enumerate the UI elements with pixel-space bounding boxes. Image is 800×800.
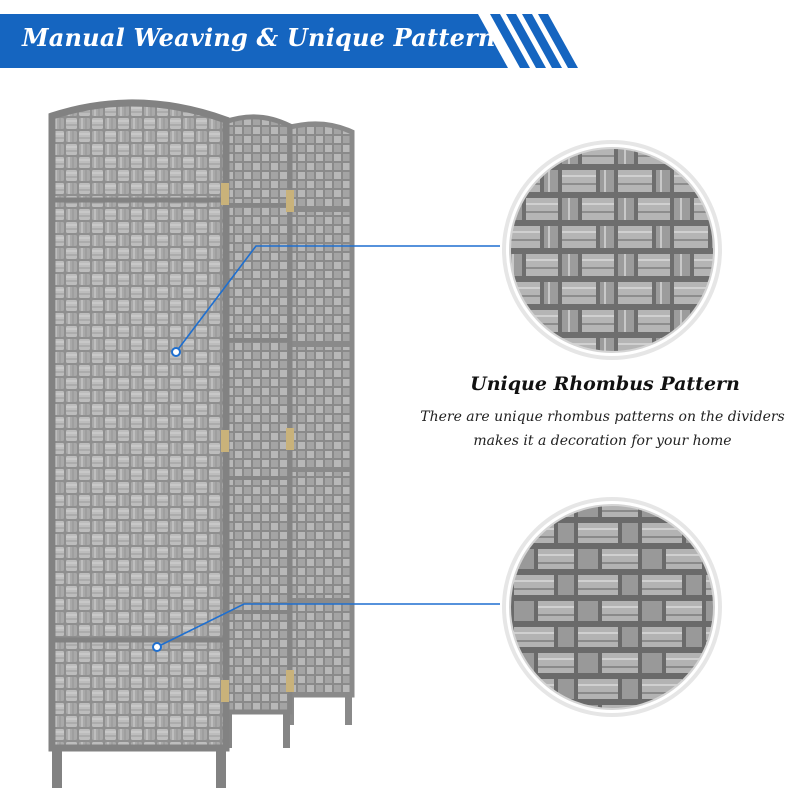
- divider-panel-3: [284, 121, 355, 725]
- hinges: [221, 183, 294, 702]
- weave-detail-circle-top: [502, 140, 722, 360]
- banner-title: Manual Weaving & Unique Pattern: [22, 23, 496, 52]
- banner-background: [0, 14, 578, 68]
- callout-description-line-1: There are unique rhombus patterns on the…: [420, 409, 785, 425]
- leader-line-top: [171, 245, 500, 357]
- divider-panel-1: [48, 99, 230, 788]
- leader-line-bottom: [152, 603, 500, 652]
- divider-panel-2: [222, 114, 293, 748]
- header-banner: Manual Weaving & Unique Pattern: [0, 14, 590, 68]
- weave-detail-circle-bottom: [502, 497, 722, 717]
- callout-description-line-2: makes it a decoration for your home: [473, 433, 732, 449]
- callout-title: Unique Rhombus Pattern: [470, 373, 740, 395]
